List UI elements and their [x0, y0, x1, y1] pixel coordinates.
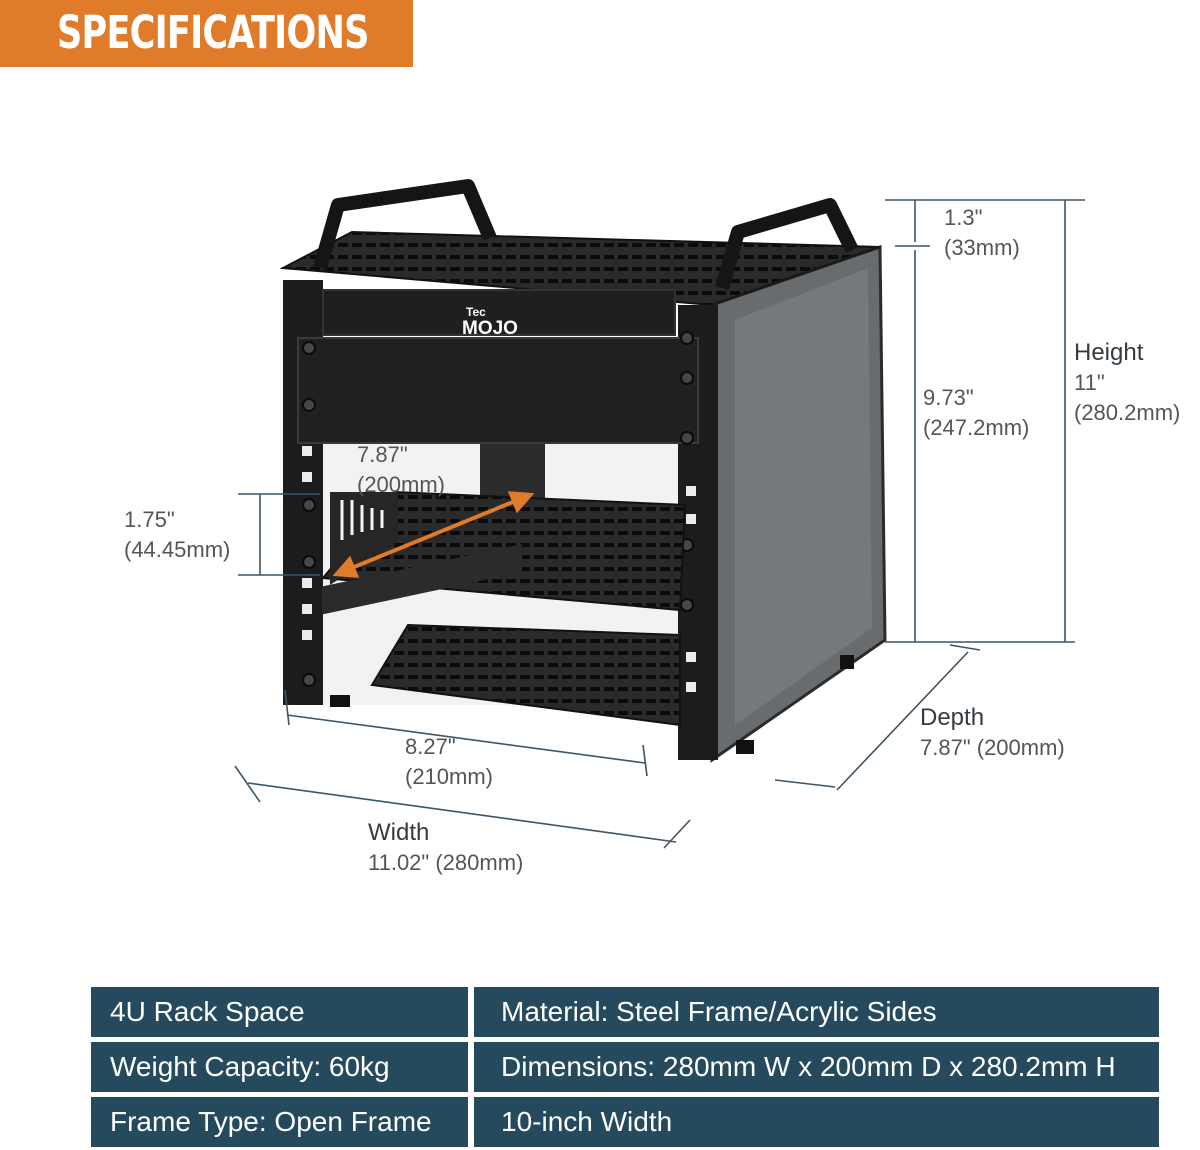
height-mm: (280.2mm) [1074, 400, 1181, 425]
spec-cell: Frame Type: Open Frame [91, 1097, 468, 1147]
specs-row: Frame Type: Open Frame 10-inch Width [91, 1097, 1159, 1147]
inner-width-dimension: 8.27" (210mm) [405, 732, 493, 792]
spec-cell: Weight Capacity: 60kg [91, 1042, 468, 1092]
spec-cell: Material: Steel Frame/Acrylic Sides [474, 987, 1159, 1037]
spec-cell: 10-inch Width [474, 1097, 1159, 1147]
unit-height-inch: 1.75" [124, 507, 175, 532]
top-gap-dimension: 1.3" (33mm) [944, 203, 1020, 263]
unit-height-dimension: 1.75" (44.45mm) [124, 505, 230, 565]
inner-height-mm: (247.2mm) [923, 415, 1030, 440]
shelf-depth-dimension: 7.87" (200mm) [357, 440, 445, 500]
width-value: 11.02" (280mm) [368, 850, 524, 875]
inner-height-inch: 9.73" [923, 385, 974, 410]
depth-dimension: Depth 7.87" (200mm) [920, 703, 1065, 763]
banner-title: SPECIFICATIONS [57, 6, 369, 59]
depth-value: 7.87" (200mm) [920, 735, 1065, 760]
inner-width-inch: 8.27" [405, 734, 456, 759]
top-gap-inch: 1.3" [944, 205, 983, 230]
spec-cell: 4U Rack Space [91, 987, 468, 1037]
specs-row: Weight Capacity: 60kg Dimensions: 280mm … [91, 1042, 1159, 1092]
inner-width-mm: (210mm) [405, 764, 494, 789]
shelf-depth-mm: (200mm) [357, 472, 446, 497]
inner-height-dimension: 9.73" (247.2mm) [923, 383, 1029, 443]
height-label: Height [1074, 339, 1144, 366]
width-dimension: Width 11.02" (280mm) [368, 818, 523, 878]
shelf-depth-inch: 7.87" [357, 442, 408, 467]
dimension-lines [234, 199, 1085, 849]
rack-body [279, 179, 887, 763]
rack-illustration: Tec MOJO [234, 179, 1085, 849]
brand-logo-top: Tec [466, 305, 486, 319]
depth-label: Depth [920, 704, 985, 731]
specs-row: 4U Rack Space Material: Steel Frame/Acry… [91, 987, 1159, 1037]
shelf-depth-arrow [332, 491, 535, 578]
height-dimension: Height 11" (280.2mm) [1074, 338, 1180, 428]
specifications-banner: SPECIFICATIONS [0, 0, 413, 67]
top-gap-mm: (33mm) [944, 235, 1020, 260]
width-label: Width [368, 819, 430, 846]
spec-cell: Dimensions: 280mm W x 200mm D x 280.2mm … [474, 1042, 1159, 1092]
brand-logo: MOJO [462, 318, 518, 339]
unit-height-mm: (44.45mm) [124, 537, 231, 562]
height-inch: 11" [1074, 370, 1105, 395]
